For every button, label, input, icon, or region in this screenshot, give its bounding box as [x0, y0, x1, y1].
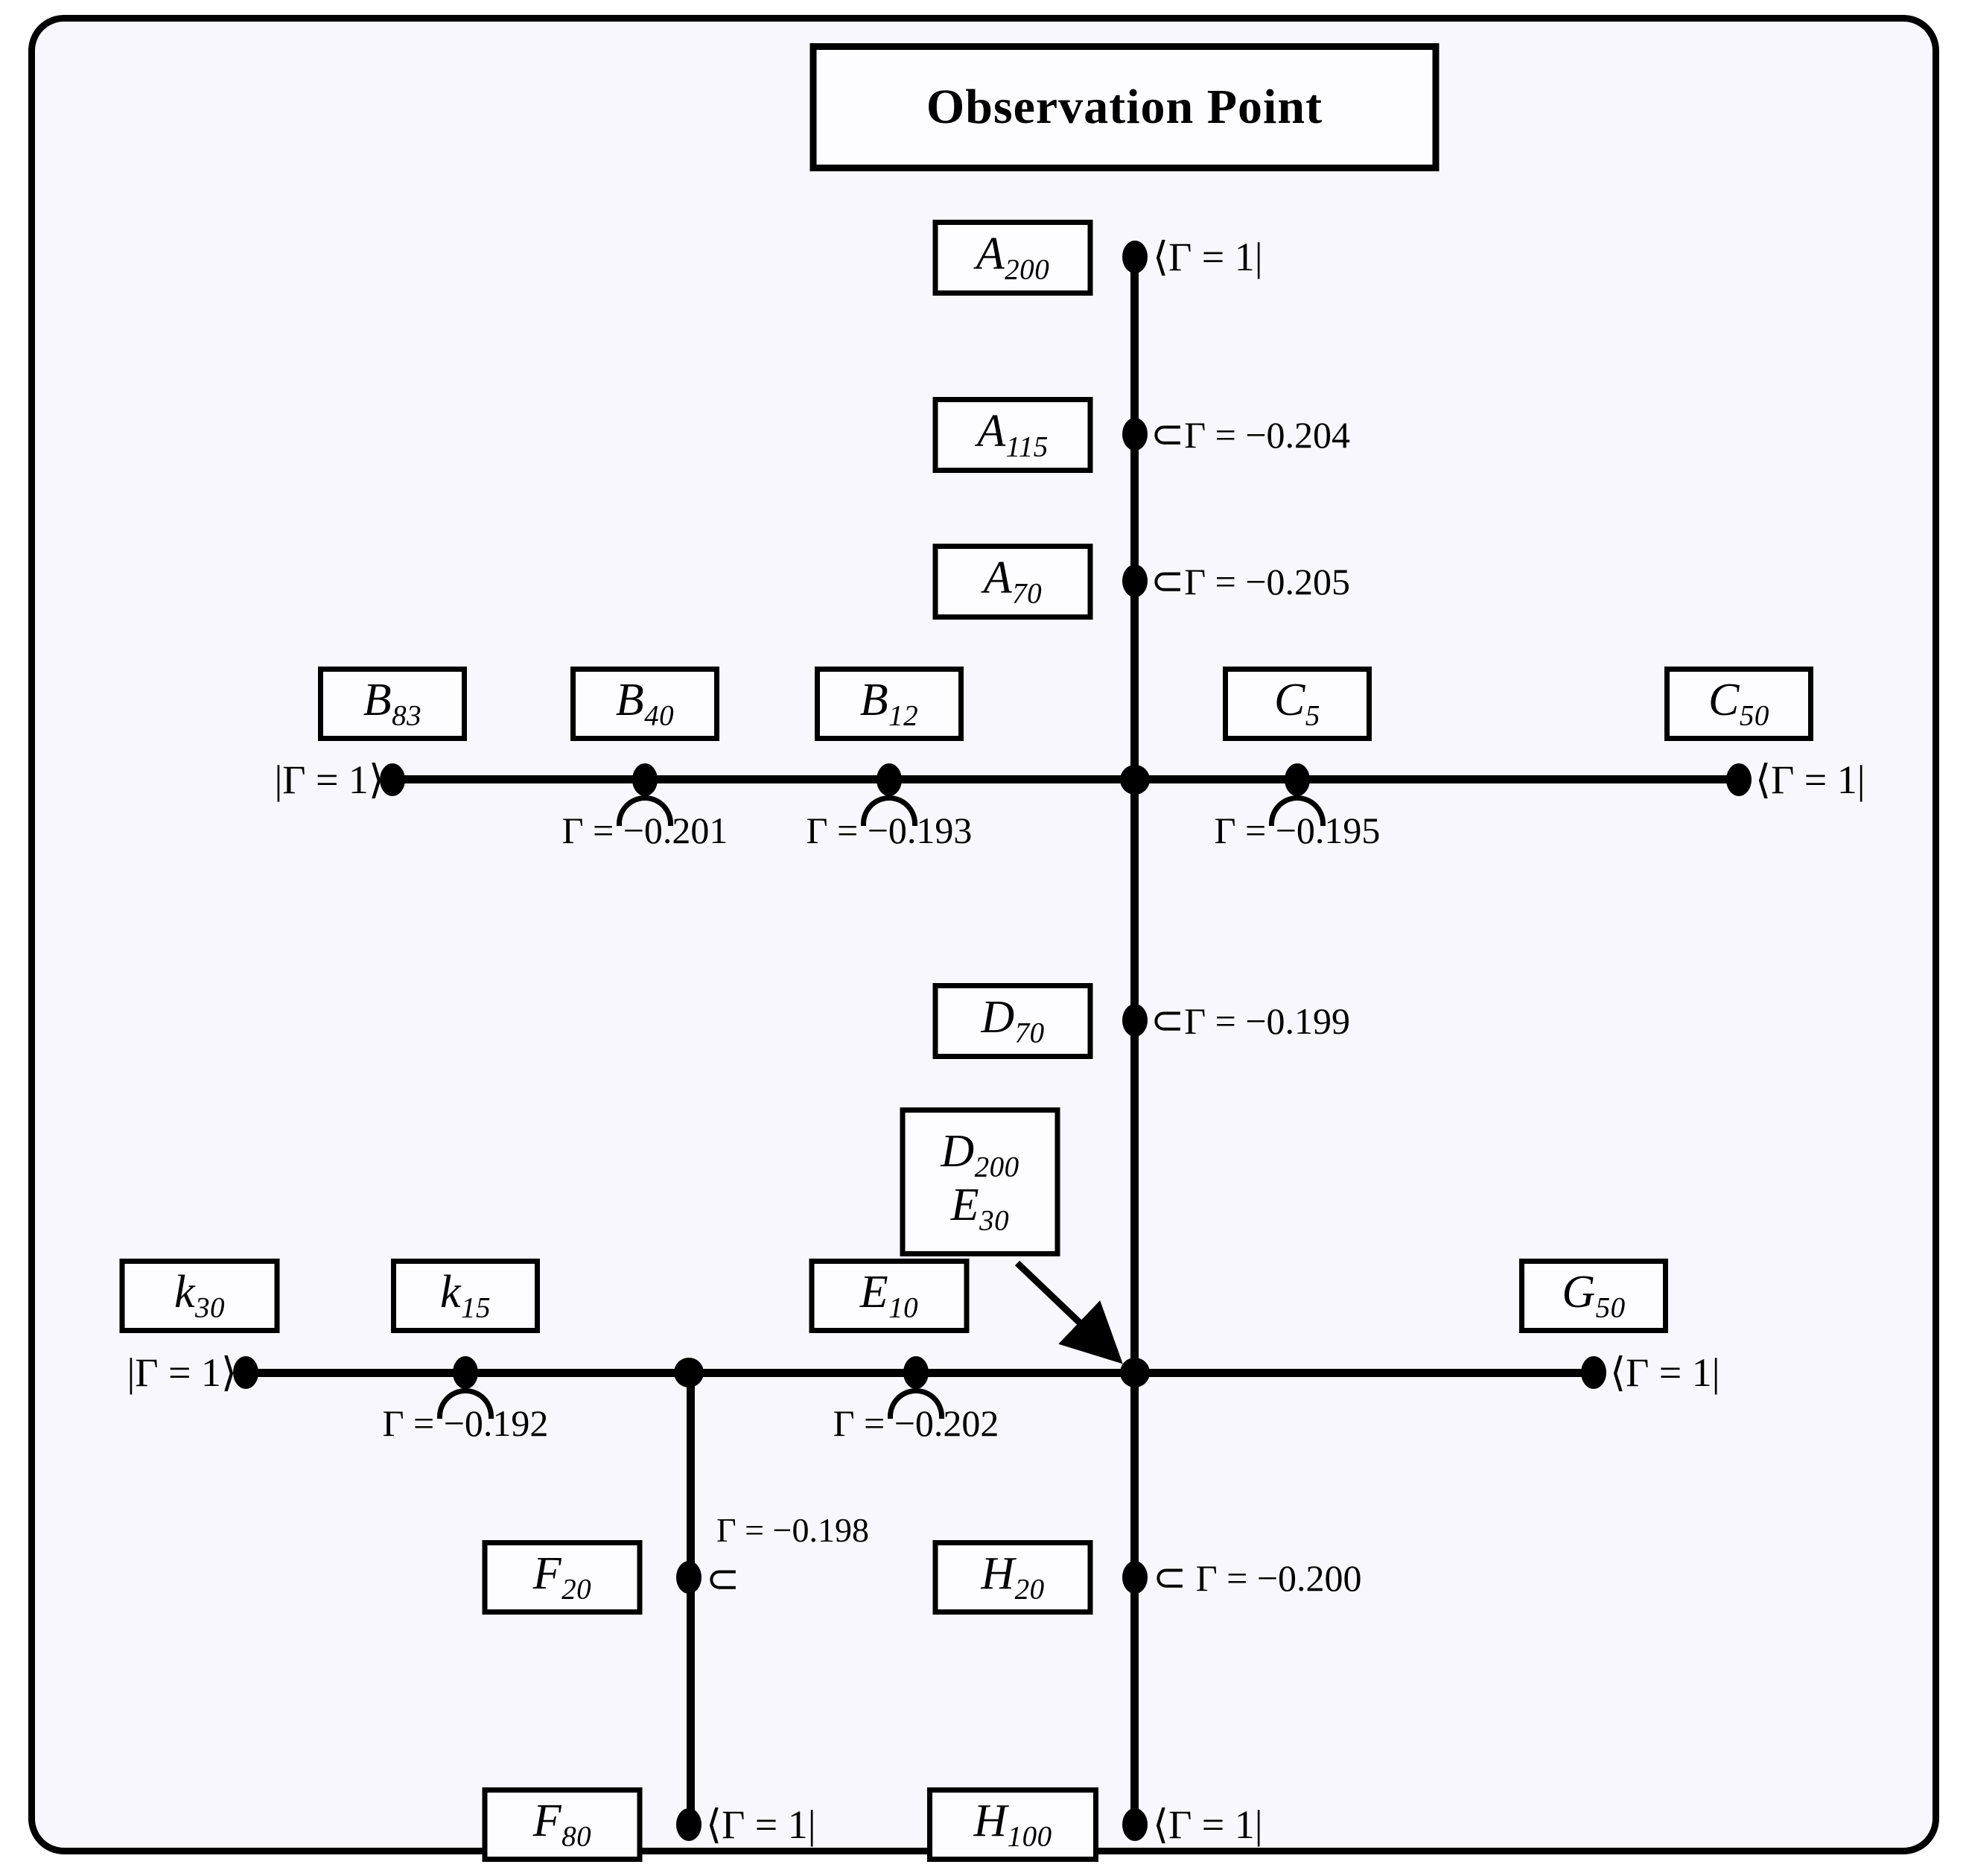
label-box-k15: k15 [391, 1259, 540, 1333]
subset-icon: ⊂ [1153, 1555, 1187, 1600]
terminal-F80: ⟨Γ = 1| [706, 1802, 816, 1847]
label-box-C5: C5 [1223, 667, 1372, 741]
subset-icon: ⊂ [1151, 559, 1185, 603]
label-box-B83: B83 [318, 667, 467, 741]
label-B12: B12 [859, 674, 919, 732]
wire-f-branch-vertical [687, 1373, 695, 1828]
label-C50: C50 [1708, 674, 1769, 732]
label-D200: D200 [941, 1125, 1019, 1183]
wire-upper-horizontal [392, 775, 1739, 783]
node-junction-upper[interactable] [1120, 765, 1150, 795]
subset-icon: ⊂ [1151, 412, 1185, 457]
node-A115[interactable] [1122, 418, 1148, 451]
label-box-B40: B40 [570, 667, 719, 741]
label-D70: D70 [981, 991, 1045, 1049]
node-B12[interactable] [877, 763, 902, 796]
node-B83[interactable] [380, 763, 405, 796]
label-H100: H100 [973, 1795, 1052, 1853]
label-box-G50: G50 [1519, 1259, 1668, 1333]
node-H100[interactable] [1122, 1808, 1148, 1841]
label-A115: A115 [977, 405, 1049, 463]
label-box-k30: k30 [119, 1259, 280, 1333]
node-F80[interactable] [676, 1808, 702, 1841]
gamma-H20: ⊂ Γ = −0.200 [1153, 1555, 1362, 1600]
label-box-D70: D70 [932, 983, 1093, 1059]
label-k15: k15 [439, 1266, 492, 1324]
node-f-branch[interactable] [674, 1358, 704, 1387]
subset-icon: ⊂ [1151, 998, 1185, 1043]
node-C50[interactable] [1726, 763, 1752, 796]
terminal-B83: |Γ = 1⟩ [274, 757, 384, 802]
label-A70: A70 [983, 552, 1043, 610]
gamma-D70: ⊂Γ = −0.199 [1151, 998, 1351, 1043]
node-k30[interactable] [233, 1356, 258, 1389]
node-C5[interactable] [1285, 763, 1310, 796]
label-G50: G50 [1562, 1266, 1626, 1324]
gamma-A70: ⊂Γ = −0.205 [1151, 559, 1351, 603]
gamma-k15: Γ = −0.192 [382, 1402, 549, 1444]
node-H20[interactable] [1122, 1561, 1148, 1594]
label-box-B12: B12 [815, 667, 964, 741]
label-box-F80: F80 [482, 1787, 643, 1862]
label-box-H20: H20 [932, 1540, 1093, 1615]
gamma-B12: Γ = −0.193 [806, 810, 973, 851]
label-F20: F20 [532, 1548, 592, 1606]
label-F80: F80 [532, 1795, 592, 1853]
terminal-k30: |Γ = 1⟩ [127, 1350, 237, 1395]
node-k15[interactable] [453, 1356, 478, 1389]
label-box-H100: H100 [927, 1787, 1098, 1862]
page-title: Observation Point [926, 80, 1323, 134]
label-box-D200-E30: D200 E30 [900, 1107, 1060, 1256]
node-A200[interactable] [1122, 241, 1148, 273]
terminal-H100: ⟨Γ = 1| [1153, 1802, 1263, 1847]
gamma-B40: Γ = −0.201 [562, 810, 728, 851]
gamma-E10: Γ = −0.202 [833, 1402, 999, 1444]
terminal-G50: ⟨Γ = 1| [1610, 1350, 1720, 1395]
label-k30: k30 [174, 1266, 226, 1324]
label-H20: H20 [981, 1548, 1045, 1606]
terminal-A200: ⟨Γ = 1| [1153, 235, 1263, 279]
label-E30: E30 [950, 1180, 1010, 1237]
node-E10[interactable] [903, 1356, 929, 1389]
label-A200: A200 [976, 228, 1050, 286]
wire-vertical-main [1130, 257, 1139, 1828]
gamma-F20: Γ = −0.198 [716, 1511, 869, 1549]
label-box-E10: E10 [809, 1259, 970, 1333]
label-box-A70: A70 [932, 544, 1093, 620]
node-F20[interactable] [676, 1561, 702, 1594]
gamma-C5: Γ = −0.195 [1214, 810, 1381, 851]
label-box-A200: A200 [932, 220, 1093, 296]
title-box: Observation Point [809, 43, 1439, 171]
label-E10: E10 [859, 1266, 919, 1324]
gamma-A115: ⊂Γ = −0.204 [1151, 412, 1351, 457]
label-B40: B40 [615, 674, 675, 732]
terminal-C50: ⟨Γ = 1| [1755, 757, 1865, 802]
subset-icon-F20: ⊂ [706, 1557, 740, 1601]
label-box-F20: F20 [482, 1540, 643, 1615]
node-A70[interactable] [1122, 565, 1148, 597]
label-C5: C5 [1274, 674, 1320, 732]
label-B83: B83 [363, 674, 422, 732]
node-junction-lower[interactable] [1120, 1358, 1150, 1387]
node-B40[interactable] [632, 763, 658, 796]
label-box-C50: C50 [1664, 667, 1813, 741]
label-box-A115: A115 [932, 397, 1093, 473]
node-G50[interactable] [1581, 1356, 1606, 1389]
node-D70[interactable] [1122, 1004, 1148, 1037]
